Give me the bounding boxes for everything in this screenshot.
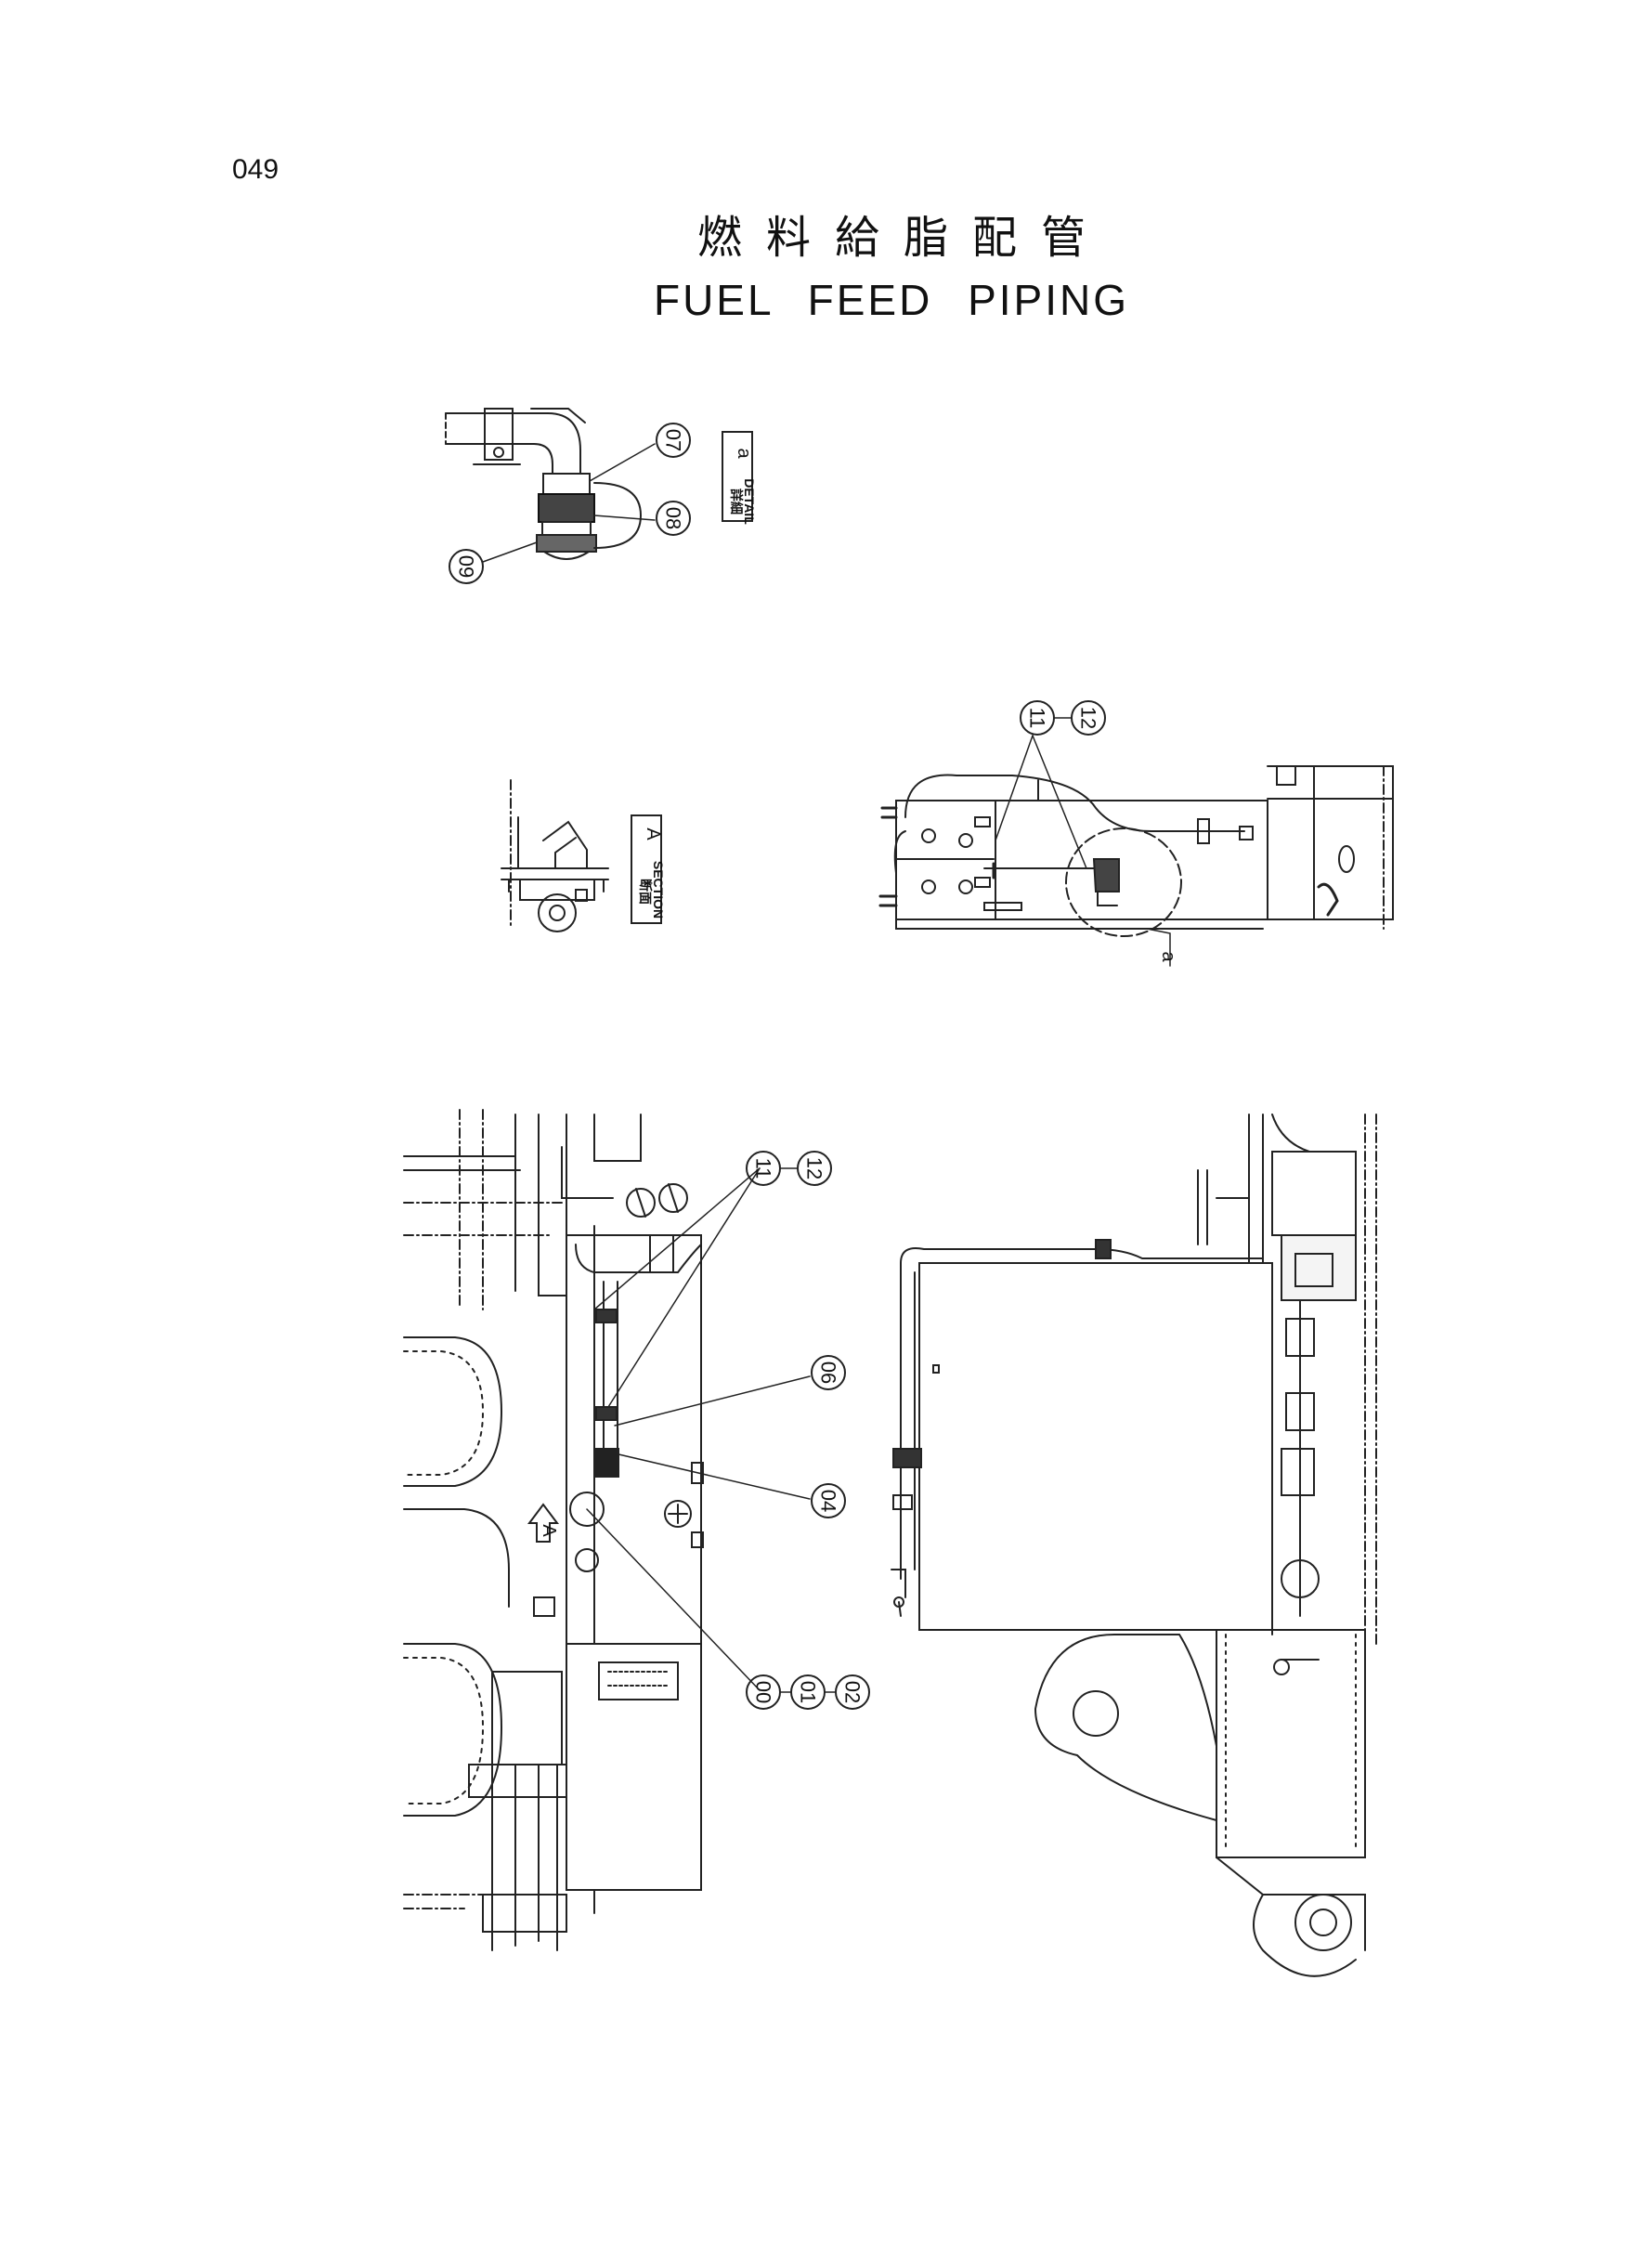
plan-callout-00: 00 [752, 1681, 775, 1703]
detail-a-circle [1065, 827, 1182, 937]
callout-balloon-09 [449, 549, 484, 584]
detail-a-view: 07 08 09 詳細 DETAIL a [445, 408, 757, 584]
plan-callout-balloon-04 [811, 1483, 846, 1518]
detail-tag-jp: 詳細 [729, 489, 744, 515]
section-tag-box [631, 814, 662, 924]
callout-09: 09 [455, 555, 478, 578]
plan-view: A 11 [403, 1109, 1377, 1977]
plan-callout-04: 04 [817, 1490, 840, 1512]
detail-tag-letter: a [734, 448, 754, 459]
section-tag-en: SECTION [651, 861, 666, 919]
plan-callout-12: 12 [803, 1157, 826, 1179]
title-block: 燃料給脂配管 FUEL FEED PIPING [557, 209, 1226, 328]
detail-tag-en: DETAIL [742, 478, 757, 525]
section-tag-jp: 断面 [638, 879, 653, 905]
callout-08: 08 [662, 507, 685, 529]
plan-callout-balloon-06 [811, 1355, 846, 1390]
page-number: 049 [232, 154, 280, 185]
plan-section-marker: A [539, 1524, 559, 1537]
section-a-view: 断面 SECTION A [501, 779, 666, 932]
side-leader-letter: a [1158, 951, 1178, 962]
side-callout-12: 12 [1077, 707, 1100, 729]
side-callout-11: 11 [1026, 708, 1049, 729]
title-japanese: 燃料給脂配管 [696, 212, 1110, 264]
section-tag-letter: A [643, 827, 663, 840]
callout-07: 07 [662, 429, 685, 451]
plan-callout-11: 11 [752, 1158, 775, 1179]
detail-tag-box [722, 431, 753, 522]
plan-callout-06: 06 [817, 1362, 840, 1384]
plan-callout-02: 02 [841, 1681, 865, 1703]
callout-balloon-07 [656, 423, 691, 458]
side-view: 11 12 a [878, 700, 1394, 967]
title-english: FUEL FEED PIPING [653, 276, 1130, 324]
plan-callout-01: 01 [797, 1681, 820, 1703]
callout-balloon-08 [656, 501, 691, 536]
